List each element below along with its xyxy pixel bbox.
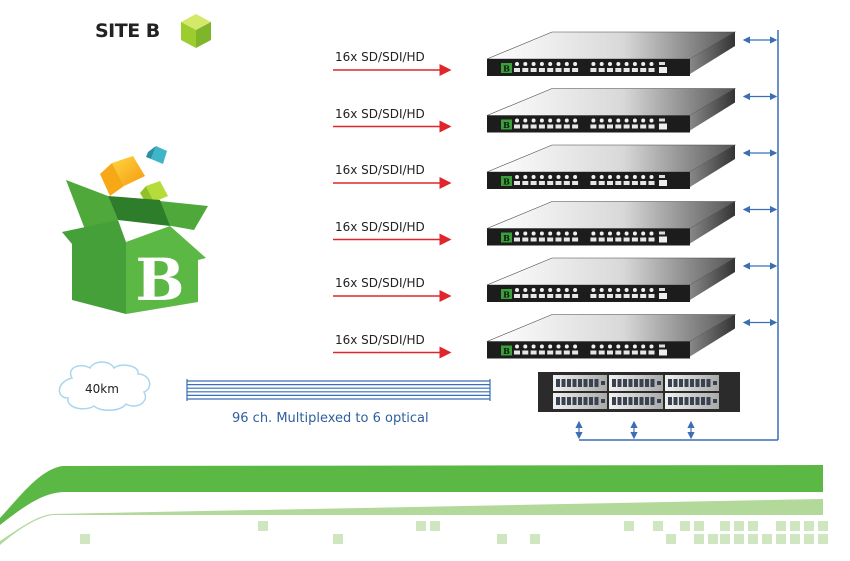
footer-square — [694, 521, 704, 531]
footer-square — [790, 534, 800, 544]
encoder-row: B — [333, 201, 778, 246]
footer-square — [430, 521, 440, 531]
footer-square — [776, 521, 786, 531]
patch-module — [665, 393, 719, 409]
footer-square — [818, 521, 828, 531]
b-logo-icon — [501, 232, 512, 243]
footer-square — [666, 534, 676, 544]
b-logo-icon — [501, 289, 512, 299]
footer-square — [748, 521, 758, 531]
encoder-unit: B — [486, 201, 737, 246]
footer-square — [734, 521, 744, 531]
patch-module — [665, 375, 719, 391]
footer-square — [748, 534, 758, 544]
footer-square — [804, 521, 814, 531]
svg-text:B: B — [503, 233, 510, 243]
green-box-house-logo: B — [62, 146, 208, 314]
footer-square — [624, 521, 634, 531]
patch-module — [553, 393, 607, 409]
orange-cube-icon — [100, 156, 145, 196]
footer-square — [680, 521, 690, 531]
input-label: 16x SD/SDI/HD — [335, 106, 425, 121]
footer-square — [258, 521, 268, 531]
svg-text:B: B — [503, 177, 510, 187]
encoder-unit: B — [486, 144, 737, 189]
site-title: SITE B — [95, 20, 160, 42]
footer-square — [333, 534, 343, 544]
input-label: 16x SD/SDI/HD — [335, 50, 425, 64]
svg-text:B: B — [503, 120, 510, 130]
footer-square — [762, 534, 772, 544]
input-label: 16x SD/SDI/HD — [335, 219, 425, 234]
fiber-bundle — [186, 379, 491, 401]
encoder-row: B — [333, 257, 778, 302]
encoder-rows: B B B B B B — [333, 31, 778, 359]
b-logo-icon — [501, 176, 512, 186]
footer-square — [818, 534, 828, 544]
input-label: 16x SD/SDI/HD — [335, 276, 425, 290]
patch-module — [553, 375, 607, 391]
patch-module — [609, 375, 663, 391]
blue-cube-icon — [146, 146, 167, 164]
patch-module — [609, 393, 663, 409]
mux-connectors — [575, 420, 695, 440]
encoder-row: B — [333, 144, 778, 189]
optical-multiplexer — [538, 372, 740, 412]
encoder-unit: B — [486, 257, 737, 302]
footer-square — [416, 521, 426, 531]
footer-square — [653, 521, 663, 531]
footer-square — [530, 534, 540, 544]
green-cube-icon — [181, 14, 211, 48]
encoder-row: B — [333, 88, 778, 133]
input-label: 16x SD/SDI/HD — [335, 163, 425, 177]
cloud-icon — [58, 361, 151, 411]
encoder-row: B — [333, 31, 778, 76]
footer-square — [776, 534, 786, 544]
footer-square — [720, 534, 730, 544]
footer-square — [790, 521, 800, 531]
svg-text:B: B — [503, 346, 510, 356]
footer-squares — [80, 521, 828, 544]
footer-square — [497, 534, 507, 544]
svg-text:B: B — [503, 290, 510, 300]
footer-square — [708, 534, 718, 544]
footer-square — [734, 534, 744, 544]
footer-square — [80, 534, 90, 544]
encoder-unit: B — [486, 88, 737, 133]
footer-square — [720, 521, 730, 531]
b-logo-icon — [501, 63, 512, 73]
input-label: 16x SD/SDI/HD — [335, 332, 425, 347]
footer-square — [694, 534, 704, 544]
svg-text:B: B — [503, 64, 510, 74]
multiplex-label: 96 ch. Multiplexed to 6 optical — [232, 411, 429, 426]
logo-letter: B — [135, 246, 184, 314]
distance-label: 40km — [85, 382, 119, 396]
b-logo-icon — [501, 119, 512, 130]
encoder-row: B — [333, 314, 778, 359]
b-logo-icon — [501, 345, 512, 356]
footer-swoosh — [0, 465, 823, 545]
encoder-unit: B — [486, 314, 737, 359]
footer-square — [804, 534, 814, 544]
encoder-unit: B — [486, 31, 737, 76]
